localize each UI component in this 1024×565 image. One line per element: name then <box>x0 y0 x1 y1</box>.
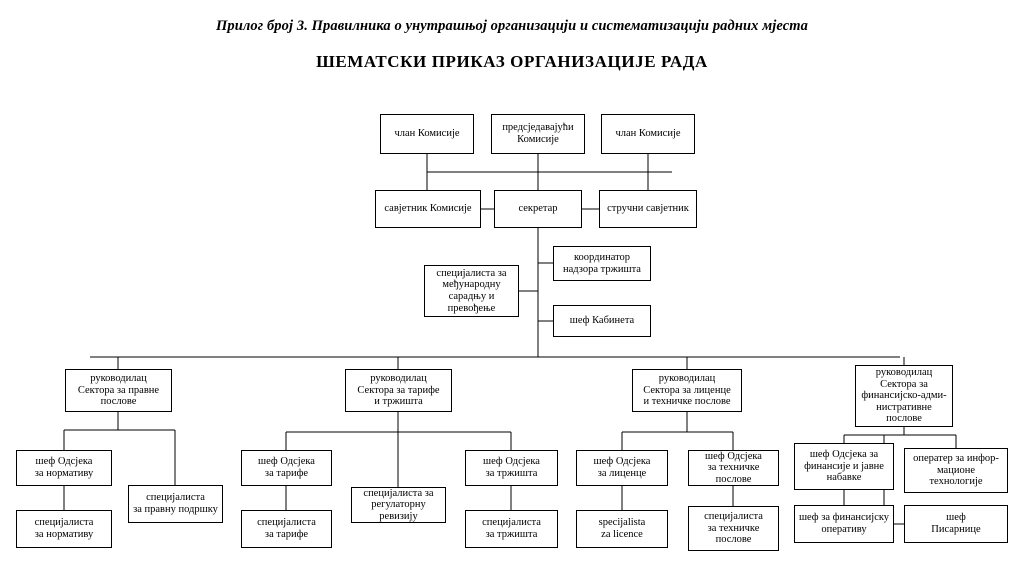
org-node-label: руководилац Сектора за правне послове <box>77 373 160 408</box>
org-node-koordinator-nadzora: координатор надзора тржишта <box>553 246 651 281</box>
org-node-label: шеф Одсјека за финансије и јавне набавке <box>804 449 884 484</box>
org-node-clan-komisije-right: члан Комисије <box>601 114 695 154</box>
org-node-sef-normativa: шеф Одсјека за нормативу <box>16 450 112 486</box>
org-node-sektor-pravne: руководилац Сектора за правне послове <box>65 369 172 412</box>
org-node-sektor-licence: руководилац Сектора за лиценце и техничк… <box>632 369 742 412</box>
org-node-spec-pravna-podrska: специјалиста за правну подршку <box>128 485 223 523</box>
org-node-clan-komisije-left: члан Комисије <box>380 114 474 154</box>
org-node-label: шеф за финансијску оперативу <box>798 512 890 535</box>
org-node-strucni-savjetnik: стручни савјетник <box>599 190 697 228</box>
org-node-spec-reg-revizija: специјалиста за регулаторну ревизију <box>351 487 446 523</box>
org-node-sef-trzista: шеф Одсјека за тржишта <box>465 450 558 486</box>
org-node-label: члан Комисије <box>394 128 460 140</box>
org-node-label: специјалиста за правну подршку <box>133 492 218 515</box>
org-node-label: шеф Одсјека за нормативу <box>34 456 94 479</box>
org-node-label: руководилац Сектора за финансијско-адми-… <box>861 367 947 425</box>
org-node-spec-trzista: специјалиста за тржишта <box>465 510 558 548</box>
org-node-label: специјалиста за техничке послове <box>704 511 763 546</box>
org-node-label: предсједавајући Комисије <box>502 122 574 145</box>
document-subtitle: Прилог број 3. Правилника о унутрашњој о… <box>216 18 808 34</box>
org-node-label: руководилац Сектора за лиценце и техничк… <box>643 373 731 408</box>
org-node-label: члан Комисије <box>615 128 681 140</box>
org-node-spec-licence: specijalista za licence <box>576 510 668 548</box>
org-node-label: савјетник Комисије <box>384 203 472 215</box>
org-node-sektor-tarife: руководилац Сектора за тарифе и тржишта <box>345 369 452 412</box>
org-node-sef-pisarnice: шеф Писарнице <box>904 505 1008 543</box>
org-node-label: секретар <box>518 203 558 215</box>
org-node-label: руководилац Сектора за тарифе и тржишта <box>357 373 440 408</box>
org-node-label: шеф Одсјека за лиценце <box>593 456 651 479</box>
org-node-label: стручни савјетник <box>607 203 689 215</box>
org-node-label: специјалиста за тржишта <box>482 517 541 540</box>
org-node-label: специјалиста за регулаторну ревизију <box>363 487 434 522</box>
org-node-label: шеф Одсјека за техничке послове <box>705 450 762 485</box>
org-node-label: специјалиста за тарифе <box>257 517 316 540</box>
org-node-spec-normativa: специјалиста за нормативу <box>16 510 112 548</box>
org-node-sef-licence: шеф Одсјека за лиценце <box>576 450 668 486</box>
org-node-label: шеф Одсјека за тарифе <box>258 456 315 479</box>
org-node-label: оператер за инфор- мационе технологије <box>913 453 999 488</box>
org-node-label: specijalista za licence <box>598 517 646 540</box>
org-node-label: шеф Писарнице <box>931 512 981 535</box>
org-node-label: шеф Кабинета <box>569 315 635 327</box>
org-node-predsjedavajuci: предсједавајући Комисије <box>491 114 585 154</box>
page-title: ШЕМАТСКИ ПРИКАЗ ОРГАНИЗАЦИЈЕ РАДА <box>316 52 708 71</box>
org-node-spec-tarife: специјалиста за тарифе <box>241 510 332 548</box>
org-node-specijalista-medj: специјалиста за међународну сарадњу и пр… <box>424 265 519 317</box>
org-node-sektor-finansije: руководилац Сектора за финансијско-адми-… <box>855 365 953 427</box>
org-node-spec-tehnicke: специјалиста за техничке послове <box>688 506 779 551</box>
org-node-label: специјалиста за међународну сарадњу и пр… <box>436 267 507 314</box>
org-node-sef-kabineta: шеф Кабинета <box>553 305 651 337</box>
org-node-label: шеф Одсјека за тржишта <box>483 456 540 479</box>
org-node-sef-fin-operativa: шеф за финансијску оперативу <box>794 505 894 543</box>
org-node-sef-finansije-nabavke: шеф Одсјека за финансије и јавне набавке <box>794 443 894 490</box>
org-node-sef-tehnicke: шеф Одсјека за техничке послове <box>688 450 779 486</box>
org-node-label: координатор надзора тржишта <box>563 251 641 275</box>
org-node-sef-tarife: шеф Одсјека за тарифе <box>241 450 332 486</box>
org-node-label: специјалиста за нормативу <box>34 517 94 540</box>
org-node-operater-it: оператер за инфор- мационе технологије <box>904 448 1008 493</box>
org-node-sekretar: секретар <box>494 190 582 228</box>
org-node-savjetnik-komisije: савјетник Комисије <box>375 190 481 228</box>
